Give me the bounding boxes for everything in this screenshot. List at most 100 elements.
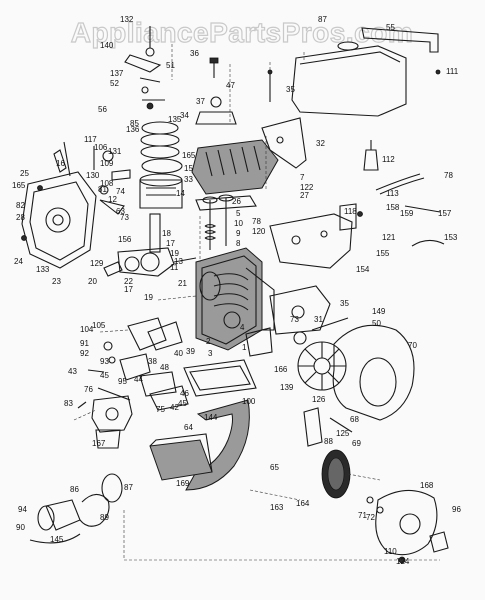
flywheel (293, 331, 347, 391)
part-number-label: 85 (130, 119, 139, 128)
part-number-label: 120 (252, 227, 266, 236)
part-number-label: 112 (382, 155, 395, 164)
part-number-label: 37 (196, 97, 205, 106)
part-number-label: 126 (312, 395, 326, 404)
part-number-label: 15 (184, 164, 193, 173)
part-number-label: 72 (366, 513, 375, 522)
part-number-label: 73 (120, 213, 129, 222)
part-number-label: 50 (372, 319, 381, 328)
part-number-label: 3 (208, 349, 213, 358)
bracket-126 (303, 407, 353, 447)
carburetor-parts (87, 317, 189, 411)
base-gasket (183, 359, 257, 397)
part-number-label: 154 (356, 265, 370, 274)
fuel-valve (363, 140, 441, 213)
part-number-label: 94 (18, 505, 27, 514)
part-number-label: 7 (300, 173, 305, 182)
part-number-label: 17 (124, 285, 133, 294)
part-number-label: 18 (162, 229, 171, 238)
part-number-label: 158 (386, 203, 400, 212)
part-number-label: 65 (270, 463, 279, 472)
part-number-label: 51 (166, 61, 175, 70)
part-number-label: 96 (452, 505, 461, 514)
part-number-label: 8 (236, 239, 241, 248)
part-number-label: 124 (396, 557, 410, 566)
part-number-label: 125 (336, 429, 350, 438)
part-number-label: 42 (170, 403, 179, 412)
governor-parts (93, 146, 131, 215)
part-number-label: 169 (176, 479, 190, 488)
part-number-label: 47 (226, 81, 235, 90)
part-number-label: 31 (314, 315, 323, 324)
part-number-label: 121 (382, 233, 396, 242)
part-number-label: 45 (100, 371, 109, 380)
part-number-label: 73 (290, 315, 299, 324)
part-number-label: 40 (174, 349, 183, 358)
part-number-label: 81 (98, 185, 107, 194)
part-number-label: 17 (166, 239, 175, 248)
part-number-label: 33 (184, 175, 193, 184)
part-number-label: 52 (110, 79, 119, 88)
part-number-label: 137 (110, 69, 124, 78)
part-number-label: 82 (16, 201, 25, 210)
part-number-label: 88 (324, 437, 333, 446)
part-number-label: 122 (300, 183, 314, 192)
blower-housing (311, 317, 415, 421)
part-number-label: 35 (340, 299, 349, 308)
part-number-label: 132 (120, 15, 134, 24)
part-number-label: 26 (232, 197, 241, 206)
part-number-label: 78 (252, 217, 261, 226)
part-number-label: 68 (350, 415, 359, 424)
block-169 (149, 433, 213, 481)
fuel-tank (267, 27, 441, 117)
part-number-label: 21 (178, 279, 187, 288)
part-number-label: 131 (108, 147, 122, 156)
part-number-label: 109 (100, 159, 114, 168)
part-number-label: 69 (352, 439, 361, 448)
engine-block (195, 247, 275, 351)
part-number-label: 100 (242, 397, 256, 406)
part-number-label: 87 (318, 15, 327, 24)
part-number-label: 145 (50, 535, 64, 544)
part-number-label: 157 (438, 209, 452, 218)
shroud-pieces (245, 285, 331, 357)
part-number-label: 4 (240, 323, 245, 332)
part-number-label: 78 (444, 171, 453, 180)
part-number-label: 63 (116, 207, 125, 216)
part-number-label: 95 (118, 377, 127, 386)
part-number-label: 164 (296, 499, 310, 508)
part-number-label: 87 (124, 483, 133, 492)
carburetor-body (77, 395, 133, 449)
part-number-label: 5 (236, 209, 241, 218)
part-number-label: 104 (80, 325, 94, 334)
part-number-label: 108 (100, 179, 114, 188)
part-number-label: 155 (376, 249, 390, 258)
part-number-label: 133 (36, 265, 50, 274)
part-number-label: 39 (186, 347, 195, 356)
part-number-label: 74 (116, 187, 125, 196)
part-number-label: 91 (80, 339, 89, 348)
part-number-label: 75 (156, 405, 165, 414)
part-number-label: 136 (126, 125, 140, 134)
part-number-label: 89 (100, 513, 109, 522)
part-number-label: 35 (286, 85, 295, 94)
part-number-label: 106 (94, 143, 108, 152)
curved-shield (185, 399, 250, 491)
part-number-label: 76 (84, 385, 93, 394)
part-number-label: 135 (168, 115, 182, 124)
part-number-label: 25 (20, 169, 29, 178)
part-number-label: 19 (144, 293, 153, 302)
part-number-label: 22 (124, 277, 133, 286)
part-number-label: 16 (56, 159, 65, 168)
part-number-label: 153 (444, 233, 458, 242)
control-bracket (269, 203, 445, 269)
part-number-label: 23 (52, 277, 61, 286)
part-number-label: 117 (84, 135, 97, 144)
part-number-label: 27 (300, 191, 309, 200)
part-number-label: 2 (206, 337, 211, 346)
part-number-label: 144 (204, 413, 218, 422)
part-number-labels: 1321401375256513647875511135373485136135… (12, 15, 461, 566)
part-number-label: 130 (86, 171, 100, 180)
part-number-label: 83 (64, 399, 73, 408)
